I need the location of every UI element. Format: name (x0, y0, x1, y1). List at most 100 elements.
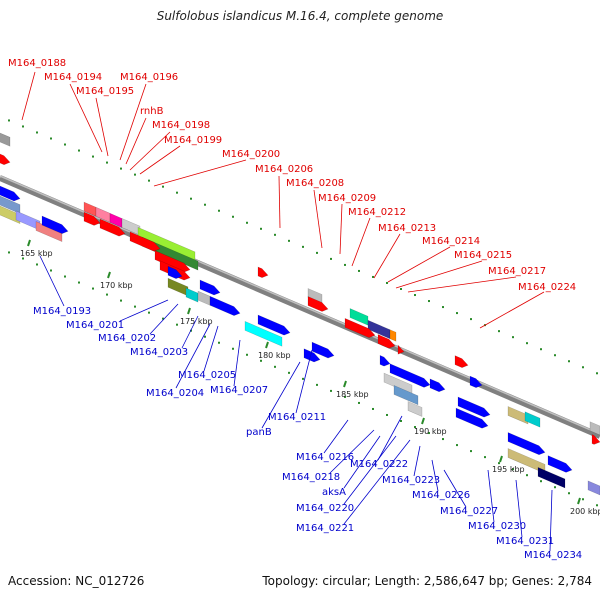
reverse-gene-label: M164_0220 (296, 503, 354, 514)
guide-dot (540, 348, 542, 351)
reverse-gene-label: M164_0226 (412, 490, 470, 501)
guide-dot (8, 119, 10, 122)
reverse-gene-label: M164_0234 (524, 550, 582, 561)
guide-dot (260, 359, 262, 362)
forward-connector (407, 276, 517, 293)
gene-arrow (167, 265, 183, 279)
guide-dot (512, 468, 514, 471)
forward-gene-label: M164_0199 (164, 135, 222, 146)
guide-dot (582, 366, 584, 369)
forward-connector (395, 260, 483, 289)
gene-feature (244, 320, 283, 347)
guide-dot (246, 353, 248, 356)
gene-block (589, 421, 600, 436)
guide-dot (456, 444, 458, 447)
guide-dot (582, 498, 584, 501)
reverse-connector (431, 459, 439, 492)
gene-feature (209, 295, 241, 316)
reverse-gene-label: M164_0205 (178, 370, 236, 381)
gene-arrow (257, 266, 269, 278)
gene-arrow (83, 211, 101, 226)
reverse-gene-label: M164_0207 (210, 385, 268, 396)
guide-dot (344, 395, 346, 398)
guide-dot (204, 203, 206, 206)
guide-dot (512, 336, 514, 339)
gene-arrow (307, 296, 329, 312)
reverse-gene-label: M164_0218 (282, 472, 340, 483)
gene-feature (591, 434, 600, 445)
gene-feature (83, 211, 101, 226)
gene-feature (154, 250, 191, 273)
reverse-gene-label: M164_0216 (296, 452, 354, 463)
reverse-connector (181, 315, 199, 349)
gene-arrow (455, 407, 489, 429)
guide-dot (554, 486, 556, 489)
reverse-connector (329, 429, 375, 474)
tick-mark (187, 307, 191, 315)
gene-labels: M164_0188M164_0194M164_0195M164_0196rnhB… (8, 58, 582, 561)
gene-arrow (591, 434, 600, 445)
guide-dot (22, 257, 24, 260)
gene-block (0, 193, 21, 214)
guide-dot (92, 155, 94, 158)
tick-label: 180 kbp (258, 351, 291, 360)
reverse-gene-label: aksA (322, 487, 346, 498)
gene-arrow (379, 355, 391, 367)
gene-block (244, 320, 283, 347)
reverse-connector (515, 479, 523, 538)
tick-mark (421, 417, 425, 425)
gene-feature (397, 344, 405, 355)
guide-dot (316, 383, 318, 386)
guide-dot (344, 263, 346, 266)
guide-dot (120, 167, 122, 170)
reverse-gene-label: M164_0202 (98, 333, 156, 344)
tick-mark (499, 455, 503, 463)
gene-feature (389, 363, 431, 388)
guide-dot (78, 281, 80, 284)
forward-gene-label: M164_0208 (286, 178, 344, 189)
gene-feature (199, 279, 221, 296)
gene-feature (257, 266, 269, 278)
guide-dot (400, 420, 402, 422)
reverse-gene-label: M164_0222 (350, 459, 408, 470)
guide-dot (372, 407, 374, 410)
gene-arrow (0, 183, 21, 202)
reverse-connector (343, 435, 381, 489)
forward-gene-label: rnhB (140, 106, 164, 117)
guide-dot (526, 474, 528, 477)
guide-dot (176, 191, 178, 194)
forward-connector (373, 233, 401, 279)
tick-label: 195 kbp (492, 465, 525, 474)
gene-feature (197, 290, 211, 306)
tick-label: 185 kbp (336, 390, 369, 399)
guide-dot (134, 173, 136, 176)
guide-dot (358, 269, 360, 272)
guide-dot (540, 480, 542, 483)
guide-dot (232, 215, 234, 218)
gene-feature (167, 265, 183, 279)
gene-feature (377, 334, 396, 349)
gene-arrow (199, 279, 221, 296)
guide-dot (386, 281, 388, 284)
gene-feature (547, 455, 573, 473)
guide-dot (260, 227, 262, 230)
gene-feature (0, 151, 11, 166)
forward-gene-label: M164_0198 (152, 120, 210, 131)
guide-dot (176, 323, 178, 326)
gene-feature (41, 215, 69, 234)
gene-block (0, 130, 11, 147)
tick-label: 190 kbp (414, 427, 447, 436)
reverse-connector (203, 325, 219, 372)
reverse-connector (343, 439, 411, 525)
forward-connector (479, 291, 545, 329)
guide-dot (386, 413, 388, 416)
reverse-connector (549, 489, 553, 552)
reverse-gene-label: M164_0204 (146, 388, 204, 399)
guide-dot (358, 401, 360, 404)
reverse-connector (413, 445, 421, 477)
gene-arrow (429, 378, 446, 393)
gene-feature (454, 355, 469, 368)
guide-dot (218, 209, 220, 212)
